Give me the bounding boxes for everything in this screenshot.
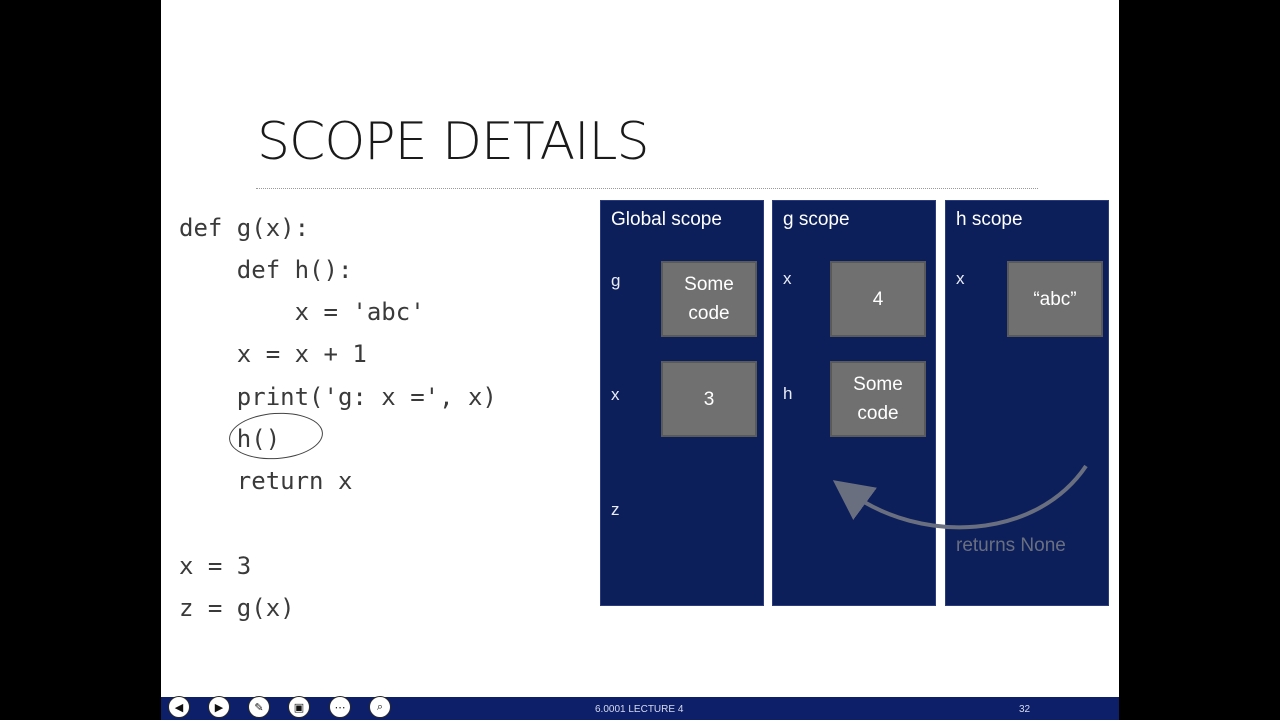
code-line: print('g: x =', x) [179, 383, 497, 411]
zoom-icon[interactable]: ⌕ [369, 696, 391, 718]
var-label-z: z [611, 500, 620, 519]
h-scope-panel: h scope x “abc” [945, 200, 1109, 606]
footer-lecture: 6.0001 LECTURE 4 [595, 704, 684, 715]
next-icon[interactable]: ▶ [208, 696, 230, 718]
code-line: x = 3 [179, 552, 252, 580]
code-line: z = g(x) [179, 594, 295, 622]
h-call-highlight-circle [227, 409, 325, 463]
slide-title: SCOPE DETAILS [257, 112, 649, 172]
slides-icon[interactable]: ▣ [288, 696, 310, 718]
value-box-x: 4 [830, 261, 926, 337]
scope-title: h scope [956, 209, 1023, 230]
var-label-x: x [783, 269, 792, 288]
prev-icon[interactable]: ◀ [168, 696, 190, 718]
var-label-x: x [956, 269, 965, 288]
code-line: h() [179, 425, 281, 453]
var-label-g: g [611, 271, 621, 290]
page-number: 32 [1019, 704, 1031, 715]
scope-title: g scope [783, 209, 850, 230]
code-line: x = x + 1 [179, 340, 367, 368]
code-line: x = 'abc' [179, 298, 425, 326]
scope-title: Global scope [611, 209, 722, 230]
code-line: def h(): [179, 256, 353, 284]
global-scope-panel: Global scope g Some code x 3 z [600, 200, 764, 606]
var-label-h: h [783, 384, 793, 403]
code-line: def g(x): [179, 214, 310, 242]
value-box-h: Some code [830, 361, 926, 437]
value-box-x: 3 [661, 361, 757, 437]
g-scope-panel: g scope x 4 h Some code [772, 200, 936, 606]
code-line: return x [179, 467, 353, 495]
presentation-toolbar [161, 697, 1119, 720]
slide: SCOPE DETAILS def g(x): def h(): x = 'ab… [161, 0, 1119, 720]
returns-none-label: returns None [956, 535, 1066, 556]
title-divider [256, 188, 1038, 189]
var-label-x: x [611, 385, 620, 404]
pen-icon[interactable]: ✎ [248, 696, 270, 718]
more-icon[interactable]: ⋯ [329, 696, 351, 718]
value-box-x: “abc” [1007, 261, 1103, 337]
value-box-g: Some code [661, 261, 757, 337]
